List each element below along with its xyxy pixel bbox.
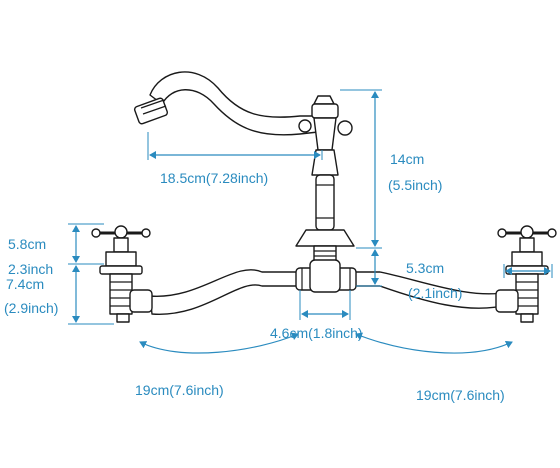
- left-hose: [149, 269, 301, 315]
- valve-height-in-label: (2.9inch): [4, 300, 58, 316]
- spout-height-dimension: [340, 89, 382, 249]
- spout-assembly: [133, 71, 357, 293]
- valve-height-dimension: [68, 265, 114, 325]
- right-hose-dimension: [355, 332, 513, 354]
- shank-height-dimension: [356, 249, 382, 287]
- spout-reach-label: 18.5cm(7.28inch): [160, 170, 268, 186]
- spout-height-cm-label: 14cm: [390, 151, 424, 167]
- right-hose-label: 19cm(7.6inch): [416, 387, 505, 403]
- tee-width-label: 4.6cm(1.8inch): [270, 325, 363, 341]
- handle-height-dimension: [68, 223, 104, 265]
- shank-height-cm-label: 5.3cm: [406, 260, 444, 276]
- left-hose-dimension: [139, 332, 299, 354]
- right-valve-width-dimension: [503, 264, 553, 278]
- spout-reach-dimension: [147, 132, 323, 160]
- spout-height-in-label: (5.5inch): [388, 177, 442, 193]
- shank-height-in-label: (2.1inch): [408, 285, 462, 301]
- handle-height-in-label: 2.3inch: [8, 261, 53, 277]
- valve-height-cm-label: 7.4cm: [6, 276, 44, 292]
- handle-height-cm-label: 5.8cm: [8, 236, 46, 252]
- left-hose-label: 19cm(7.6inch): [135, 382, 224, 398]
- left-valve: [91, 225, 153, 323]
- right-valve: [495, 225, 557, 323]
- tee-width-dimension: [299, 290, 351, 320]
